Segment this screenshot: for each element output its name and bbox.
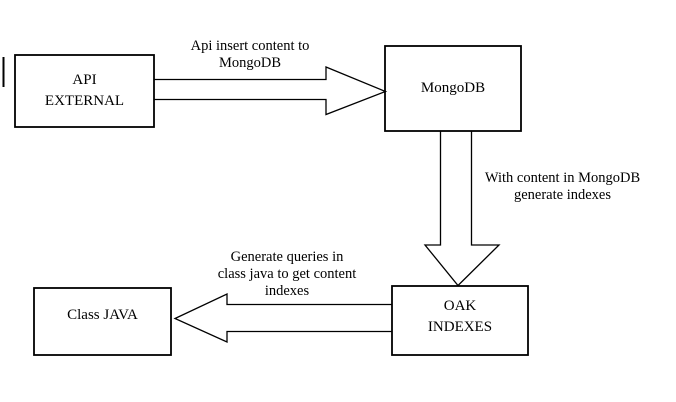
edge-label-api-insert-content: Api insert content to MongoDB bbox=[190, 38, 310, 71]
node-box-mongodb bbox=[384, 45, 522, 132]
edge-label-generate-queries: Generate queries in class java to get co… bbox=[217, 249, 357, 299]
node-label-class-java: Class JAVA bbox=[67, 307, 138, 323]
node-box-api-external bbox=[14, 54, 155, 128]
node-label-api-external: API EXTERNAL bbox=[44, 72, 125, 109]
arrow-mongodb-to-oak-indexes bbox=[423, 131, 501, 287]
node-label-mongodb: MongoDB bbox=[420, 80, 486, 96]
node-label-oak-indexes: OAK INDEXES bbox=[427, 297, 493, 335]
arrow-api-to-mongodb bbox=[154, 66, 388, 116]
node-box-class-java bbox=[33, 287, 172, 356]
arrow-oak-indexes-to-class-java bbox=[173, 292, 392, 344]
edge-label-generate-indexes: With content in MongoDB generate indexes bbox=[484, 170, 641, 203]
node-box-oak-indexes bbox=[391, 285, 529, 356]
